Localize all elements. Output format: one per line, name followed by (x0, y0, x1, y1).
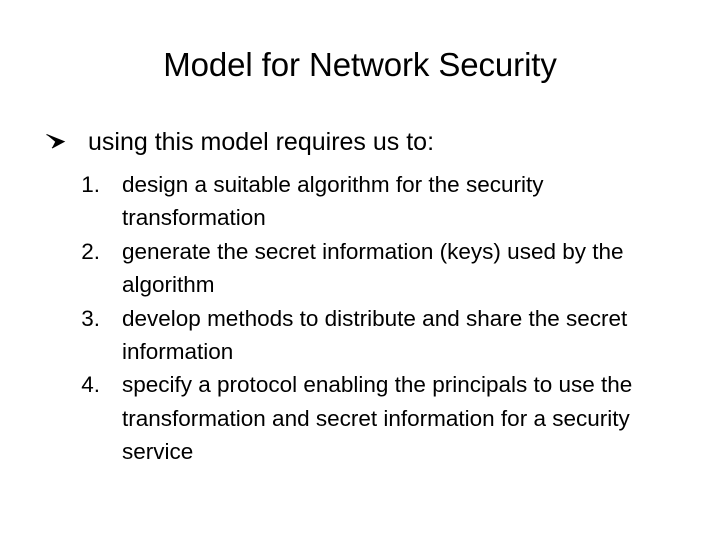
list-item-number: 1. (81, 172, 100, 197)
list-item-label: develop methods to distribute and share … (122, 305, 628, 365)
bullet-item-label: using this model requires us to: (88, 128, 435, 156)
list-item: 2. generate the secret information (keys… (0, 235, 720, 302)
list-item-label: specify a protocol enabling the principa… (122, 372, 633, 465)
numbered-list: 1. design a suitable algorithm for the s… (0, 168, 720, 469)
list-item: 1. design a suitable algorithm for the s… (0, 168, 720, 235)
list-item-number: 4. (81, 372, 100, 398)
list-item-number: 2. (81, 238, 100, 264)
wingdings-arrowhead-bullet-icon (42, 129, 68, 155)
bullet-item: using this model requires us to: (0, 126, 720, 159)
list-item-number: 3. (81, 305, 100, 331)
slide-body: using this model requires us to: 1. desi… (0, 126, 720, 469)
list-item: 4. specify a protocol enabling the princ… (0, 368, 720, 468)
page-title: Model for Network Security (163, 46, 557, 83)
list-item: 3. develop methods to distribute and sha… (0, 302, 720, 369)
list-item-label: generate the secret information (keys) u… (122, 238, 624, 298)
list-item-label: design a suitable algorithm for the secu… (122, 172, 544, 231)
